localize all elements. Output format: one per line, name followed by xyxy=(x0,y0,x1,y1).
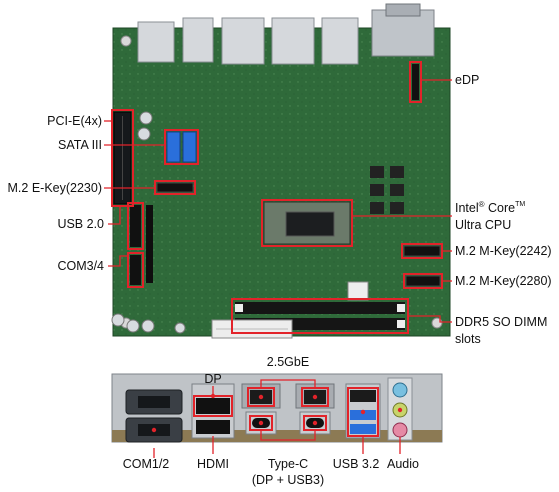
label-m2e: M.2 E-Key(2230) xyxy=(8,181,102,195)
label-usb2: USB 2.0 xyxy=(57,217,104,231)
label-cpu-reg: ® xyxy=(479,200,485,209)
sata-highlight xyxy=(164,129,199,165)
label-cpu-line1: Intel® CoreTM xyxy=(455,200,525,215)
label-m2m-2280: M.2 M-Key(2280) xyxy=(455,274,552,288)
label-cpu-core: Core xyxy=(485,201,516,215)
label-pcie: PCI-E(4x) xyxy=(47,114,102,128)
label-com34: COM3/4 xyxy=(57,259,104,273)
pcie-slot xyxy=(113,111,132,205)
top-io-shield xyxy=(137,3,435,65)
label-edp: eDP xyxy=(455,73,479,87)
power-connector-small xyxy=(347,281,369,301)
cpu-highlight xyxy=(261,199,353,247)
label-cpu-intel: Intel xyxy=(455,201,479,215)
m2-m-key-2242-slot xyxy=(403,245,441,257)
display-ports xyxy=(191,383,235,439)
label-ddr-line1: DDR5 SO DIMM xyxy=(455,315,547,329)
cpu xyxy=(263,201,351,245)
label-m2m-2242: M.2 M-Key(2242) xyxy=(455,244,552,258)
label-ddr-line2: slots xyxy=(455,332,481,346)
m2-m-key-2280-slot xyxy=(405,275,441,287)
label-cpu-tm: TM xyxy=(515,201,525,208)
board-leader-lines xyxy=(104,79,452,323)
rear-leader-lines xyxy=(153,379,401,458)
pin-headers xyxy=(130,205,153,285)
m2-e-key-slot xyxy=(156,182,194,193)
usb2-highlight xyxy=(127,202,144,250)
label-cpu-line2: Ultra CPU xyxy=(455,218,511,232)
label-typec: Type-C xyxy=(268,457,308,471)
sata-connectors xyxy=(166,131,197,163)
edp-highlight xyxy=(409,61,422,103)
vrm xyxy=(370,166,404,214)
usb32-ports xyxy=(345,383,381,439)
label-com12: COM1/2 xyxy=(123,457,170,471)
label-audio: Audio xyxy=(387,457,419,471)
atx-power-connector xyxy=(211,319,293,339)
label-sata: SATA III xyxy=(58,138,102,152)
com34-highlight xyxy=(127,252,144,288)
label-gbe: 2.5GbE xyxy=(267,355,309,369)
label-dp: DP xyxy=(204,372,221,386)
edp-connector xyxy=(412,64,419,100)
label-usb32: USB 3.2 xyxy=(333,457,380,471)
label-hdmi: HDMI xyxy=(197,457,229,471)
leader-dots xyxy=(151,393,403,433)
label-typec-sub: (DP + USB3) xyxy=(252,473,324,487)
capacitors xyxy=(111,111,186,334)
